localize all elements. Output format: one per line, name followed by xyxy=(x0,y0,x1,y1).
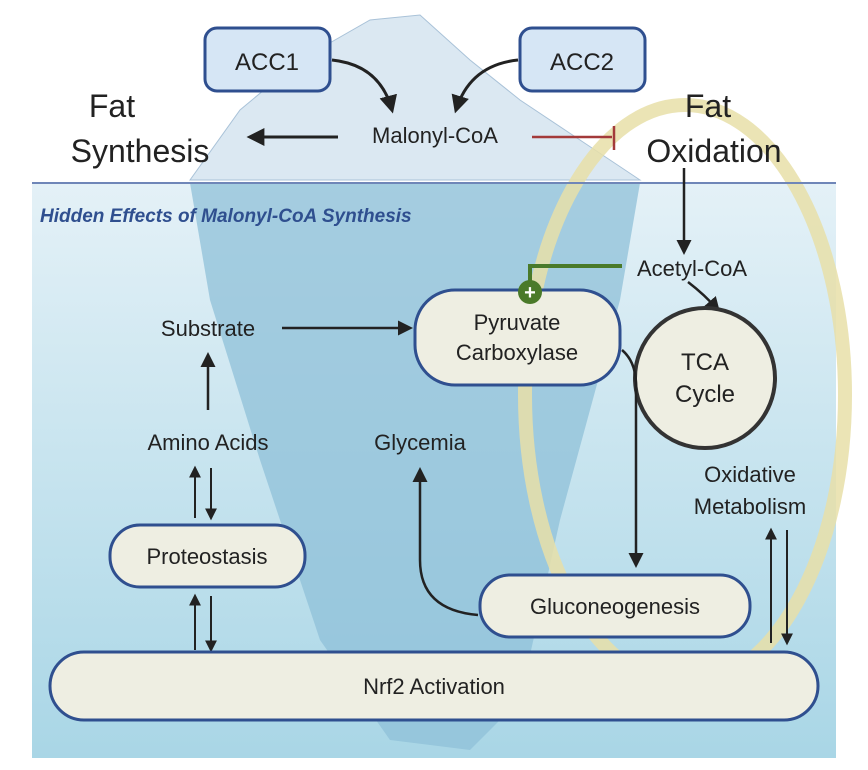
gluconeogenesis-label: Gluconeogenesis xyxy=(530,594,700,619)
activation-icon xyxy=(518,280,542,304)
activation-symbol: + xyxy=(524,282,536,304)
glycemia-label: Glycemia xyxy=(374,430,466,455)
tca-label-line1: TCA xyxy=(681,349,729,376)
acc2-to-malonyl-arrow xyxy=(451,58,519,114)
pyruvate-label-line1: Pyruvate xyxy=(474,310,561,335)
oxidative-label-line1: Oxidative xyxy=(704,462,796,487)
acc1-label: ACC1 xyxy=(235,49,299,76)
hidden-effects-heading: Hidden Effects of Malonyl-CoA Synthesis xyxy=(40,206,412,227)
acc2-box xyxy=(518,26,647,93)
fat-oxidation-line2: Oxidation xyxy=(646,133,781,169)
acc2-label: ACC2 xyxy=(550,49,614,76)
malonyl-coa-label: Malonyl-CoA xyxy=(372,123,498,148)
fat-oxidation-line1: Fat xyxy=(685,88,731,124)
nrf2-activation-box xyxy=(48,650,820,722)
amino-acids-label: Amino Acids xyxy=(147,430,268,455)
proteostasis-box xyxy=(108,523,307,589)
pc-to-gluconeogenesis-arrow xyxy=(621,349,644,568)
pyruvate-label-line2: Carboxylase xyxy=(456,340,578,365)
acc1-box xyxy=(203,26,332,93)
proteostasis-label: Proteostasis xyxy=(146,544,267,569)
tca-cycle-circle xyxy=(633,306,777,450)
acc1-to-malonyl-arrow xyxy=(331,58,397,114)
pyruvate-carboxylase-box xyxy=(413,288,622,387)
substrate-label: Substrate xyxy=(161,316,255,341)
oxidative-label-line2: Metabolism xyxy=(694,494,806,519)
gluconeogenesis-to-glycemia-arrow xyxy=(412,467,479,617)
fat-synthesis-line2: Synthesis xyxy=(71,133,210,169)
tca-label-line2: Cycle xyxy=(675,381,735,408)
fat-synthesis-line1: Fat xyxy=(89,88,135,124)
nrf2-activation-label: Nrf2 Activation xyxy=(363,674,505,699)
acetyl-coa-label: Acetyl-CoA xyxy=(637,256,747,281)
gluconeogenesis-box xyxy=(478,573,752,639)
